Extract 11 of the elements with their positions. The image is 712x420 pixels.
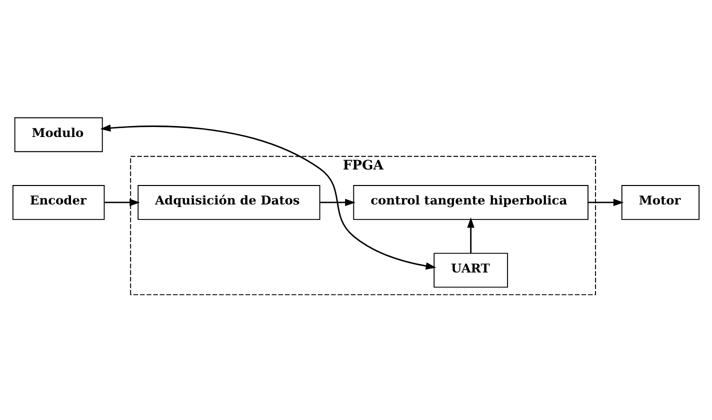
- arrow: [320, 198, 356, 206]
- arrow: [104, 198, 140, 206]
- node-box: Adquisición de Datos: [138, 185, 320, 220]
- arrow: [467, 217, 474, 254]
- arrow: [100, 124, 436, 270]
- arrow: [588, 198, 624, 206]
- node-box: UART: [434, 252, 508, 288]
- node-box: Motor: [621, 185, 700, 220]
- node-box: control tangente hiperbolica: [353, 185, 588, 220]
- node-box: Modulo: [14, 117, 103, 152]
- node-box: Encoder: [12, 185, 105, 220]
